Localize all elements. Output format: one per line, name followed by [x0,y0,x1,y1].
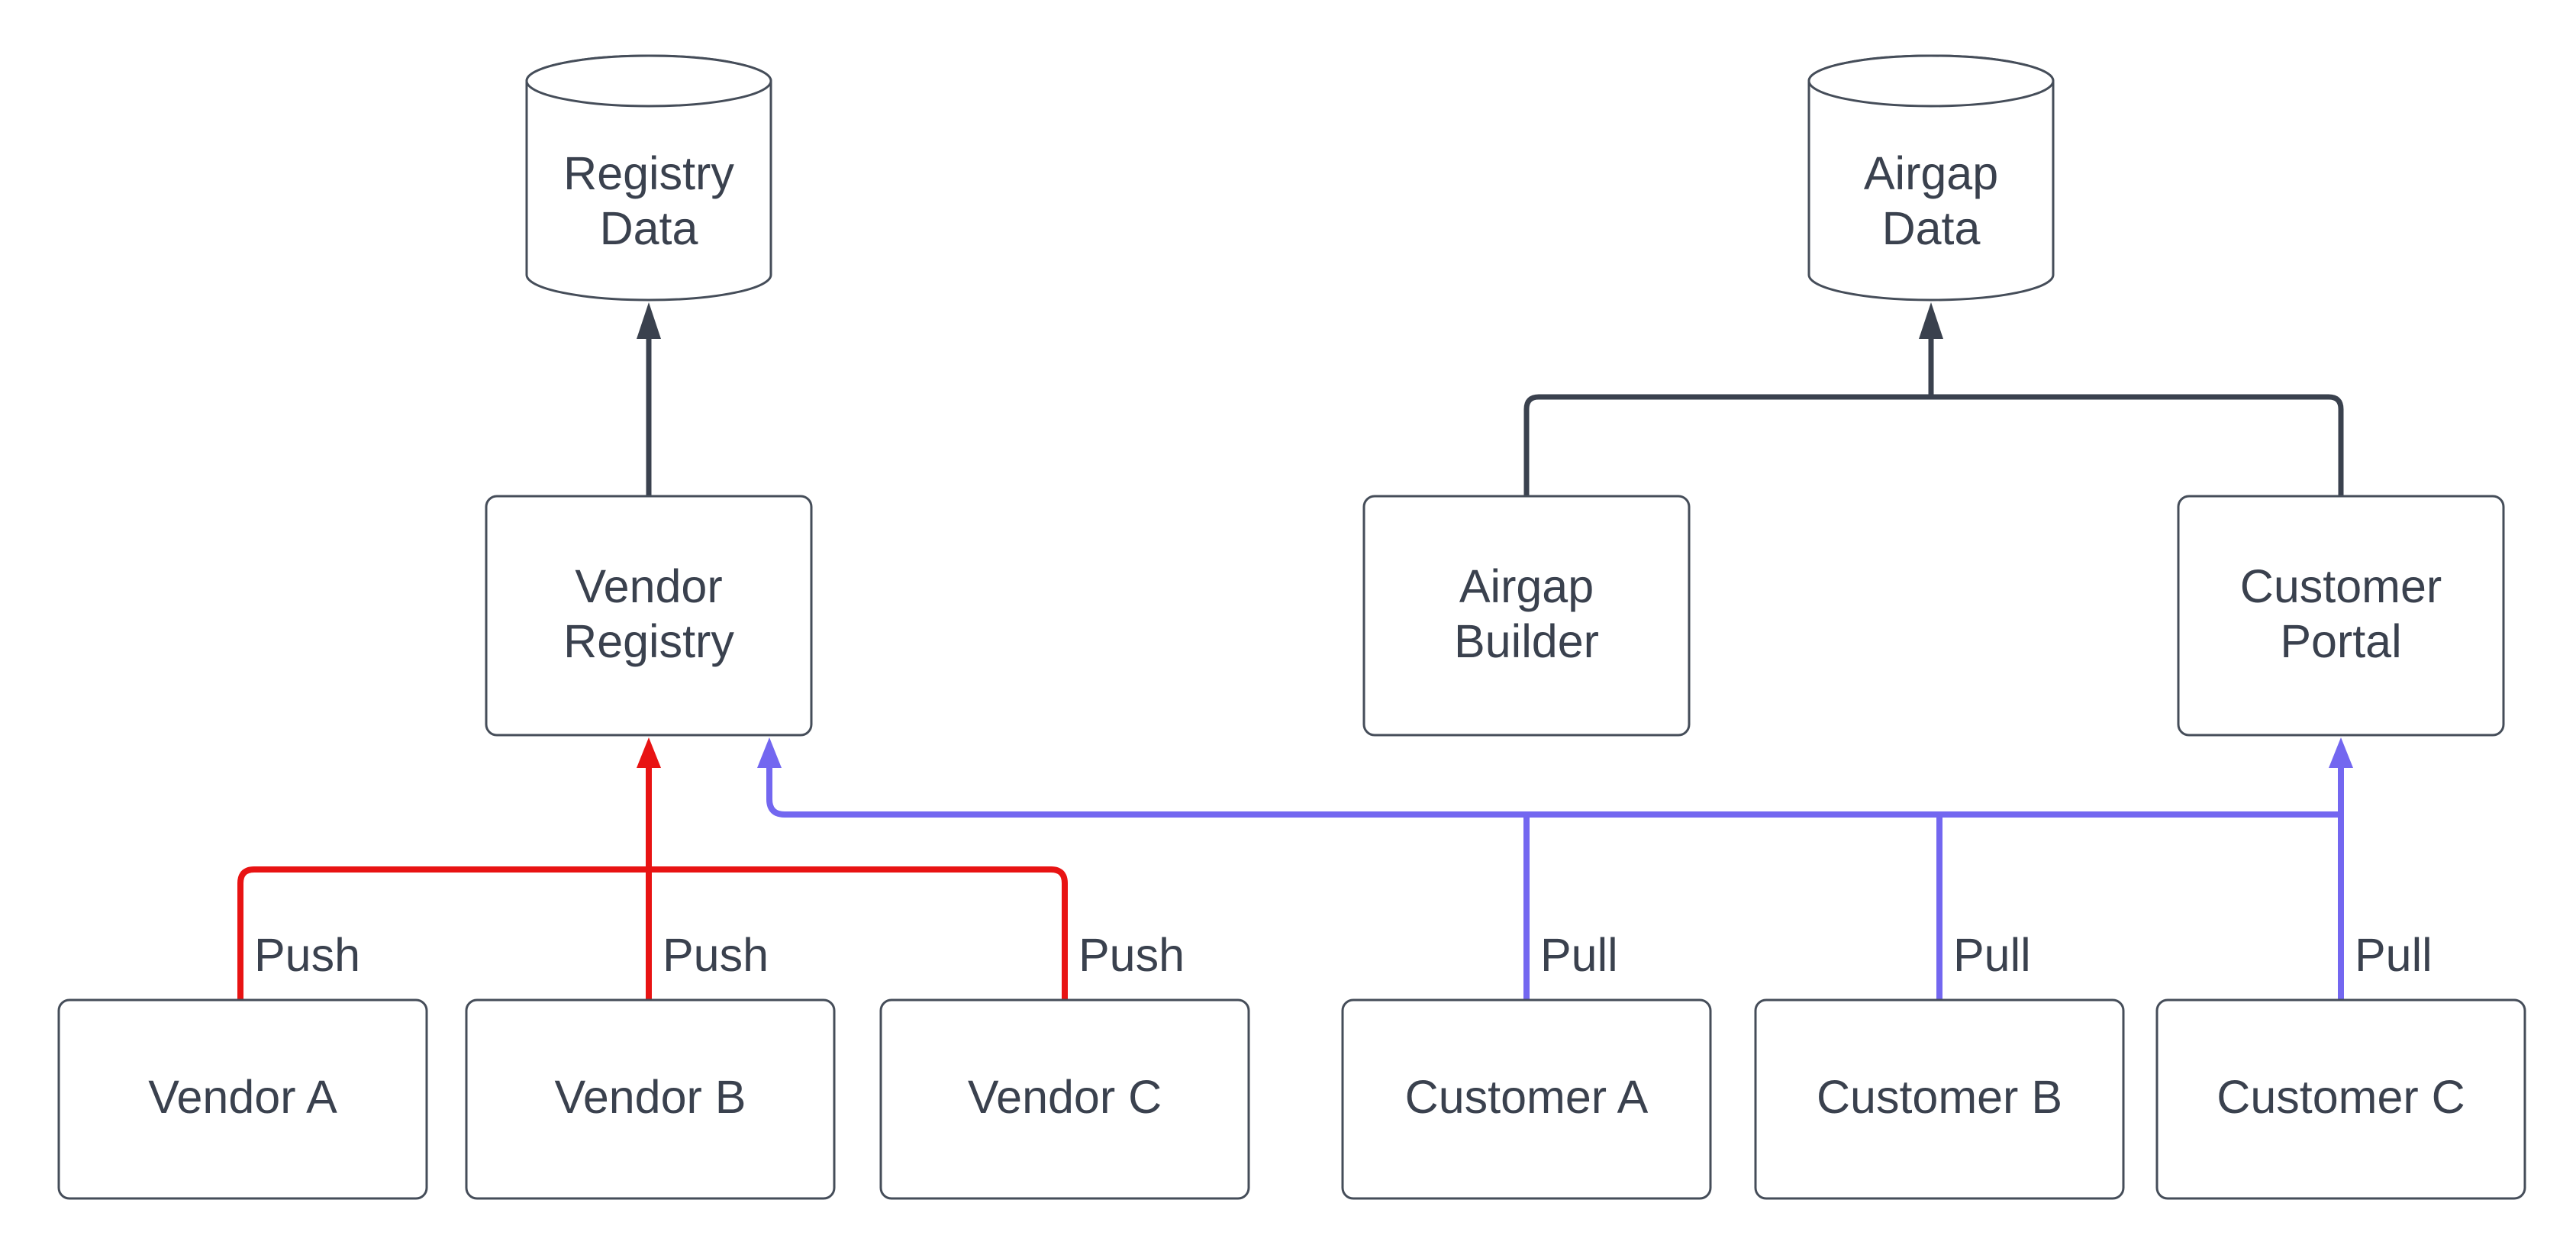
cylinder-top-rim [525,54,772,108]
box-shape [1754,998,2125,1200]
edge-label-push: Push [1078,929,1185,981]
node-vendor-a: Vendor A [57,998,428,1200]
node-label: Airgap [1459,560,1594,612]
box-shape [1362,495,1691,737]
node-registry-data: Registry Data [525,54,772,302]
node-airgap-builder: Airgap Builder [1362,495,1691,737]
node-label: Data [600,202,698,254]
node-vendor-c: Vendor C [879,998,1250,1200]
arrowhead-up [2329,737,2353,768]
cylinder-top-rim [1807,54,2055,108]
node-label: Customer B [1817,1071,2062,1123]
node-label: Vendor A [148,1071,337,1123]
node-label: Registry [563,147,734,199]
node-label: Registry [563,615,734,667]
node-label: Vendor B [555,1071,746,1123]
node-label: Data [1882,202,1981,254]
arrowhead-up [637,737,661,768]
node-label: Vendor [575,560,722,612]
node-customer-b: Customer B [1754,998,2125,1200]
edge-vendor-registry-to-registry-data [637,302,661,496]
edge-label-push: Push [254,929,360,981]
node-airgap-data: Airgap Data [1807,54,2055,302]
edge-label-push: Push [663,929,769,981]
edge-airgap-builder-and-customer-portal-to-airgap-data [1523,302,2344,496]
edge-label-pull: Pull [1540,929,1618,981]
edge-label-pull: Pull [2355,929,2433,981]
edge-connector [1523,394,2344,496]
node-label: Customer A [1405,1071,1649,1123]
edge-pull-customers-to-vendor-registry [757,737,2353,1000]
node-label: Customer C [2217,1071,2465,1123]
box-shape [57,998,428,1200]
box-shape [2177,495,2505,737]
edge-push-vendors-to-vendor-registry [237,737,1068,1000]
node-label: Customer [2240,560,2442,612]
node-vendor-b: Vendor B [465,998,836,1200]
box-shape [879,998,1250,1200]
node-label: Portal [2280,615,2401,667]
node-label: Vendor C [968,1071,1162,1123]
box-shape [485,495,813,737]
pull-trunk [766,766,2341,818]
box-shape [2155,998,2526,1200]
node-customer-c: Customer C [2155,998,2526,1200]
node-customer-a: Customer A [1341,998,1712,1200]
arrowhead-up [757,737,782,768]
edge-label-pull: Pull [1953,929,2031,981]
node-customer-portal: Customer Portal [2177,495,2505,737]
box-shape [465,998,836,1200]
node-label: Airgap [1864,147,1998,199]
node-vendor-registry: Vendor Registry [485,495,813,737]
node-label: Builder [1454,615,1599,667]
arrowhead-up [637,302,661,339]
push-bar [237,866,1068,1000]
box-shape [1341,998,1712,1200]
arrowhead-up [1919,302,1943,339]
